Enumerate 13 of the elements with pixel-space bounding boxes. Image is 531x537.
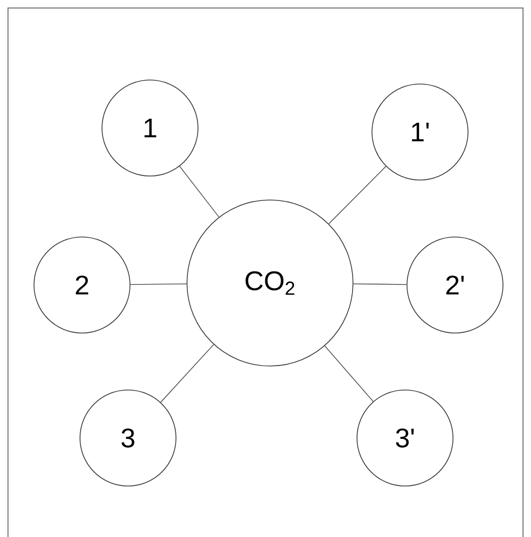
circle-node: 2' (406, 236, 504, 334)
circle-node: 3 (80, 390, 176, 486)
connector-line (130, 283, 188, 285)
connector-line (160, 344, 214, 403)
connector-line (353, 284, 407, 285)
connector-line (328, 166, 386, 224)
circle-node: 1 (102, 80, 198, 176)
connector-line (179, 166, 220, 218)
connector-line (324, 346, 374, 402)
circle-node: 1' (372, 84, 468, 180)
circle-node: CO$_{2}$ (186, 200, 354, 366)
circle-node: 3' (356, 390, 454, 486)
circle-node: 2 (34, 236, 130, 334)
